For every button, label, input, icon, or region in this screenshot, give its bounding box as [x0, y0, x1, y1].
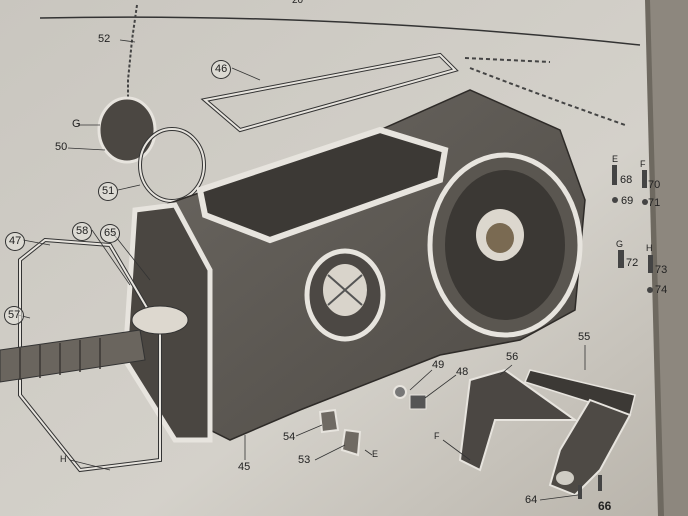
plate-53: [340, 428, 362, 457]
chain-52: [127, 4, 138, 100]
washer-69: [612, 197, 618, 203]
callout-64: 64: [525, 494, 538, 506]
washer-49: [393, 385, 407, 399]
bolt-66: [598, 475, 602, 491]
callout-73: 73: [655, 264, 668, 276]
callout-56: 56: [506, 351, 519, 363]
page-header-fragment: 20: [292, 0, 304, 6]
callout-f-lower: F: [434, 431, 440, 441]
plate-54: [318, 408, 340, 434]
callout-54: 54: [283, 431, 296, 443]
callout-49: 49: [432, 359, 445, 371]
callout-52: 52: [98, 33, 111, 45]
callout-72: 72: [626, 257, 639, 269]
callout-g-bolts: G: [616, 239, 624, 249]
callout-47: 47: [5, 232, 26, 251]
callout-h-lower: H: [60, 454, 67, 464]
callout-66: 66: [598, 499, 612, 513]
callout-51: 51: [98, 182, 119, 201]
callout-68: 68: [620, 174, 633, 186]
cover-plate-50: [97, 96, 157, 164]
callout-45: 45: [238, 461, 251, 473]
fork-56: [458, 368, 579, 472]
bolt-68: [612, 165, 617, 185]
callout-65: 65: [100, 224, 121, 243]
callout-g-cover: G: [72, 118, 81, 130]
callout-58: 58: [72, 222, 93, 241]
callout-e-bolts: E: [612, 154, 619, 164]
callout-50: 50: [55, 141, 68, 153]
callout-69: 69: [621, 195, 634, 207]
shaft-57: [0, 329, 146, 383]
callout-f-bolts: F: [640, 159, 646, 169]
bolt-64: [578, 485, 582, 499]
callout-e-lower: E: [372, 449, 379, 459]
washer-74: [647, 287, 653, 293]
callout-h-bolts: H: [646, 243, 653, 253]
callout-71: 71: [648, 197, 661, 209]
callout-53: 53: [298, 454, 311, 466]
callout-57: 57: [4, 306, 25, 325]
callout-74: 74: [655, 284, 668, 296]
washer-71: [642, 199, 648, 205]
page-rule: [39, 16, 641, 46]
chain-top-right: [464, 57, 626, 126]
bolt-73: [648, 255, 653, 273]
plug-48: [409, 394, 427, 410]
bolt-70: [642, 170, 647, 188]
callout-70: 70: [648, 179, 661, 191]
callout-55: 55: [578, 331, 591, 343]
bolt-72: [618, 250, 624, 268]
leader-lines: [17, 39, 586, 501]
callout-48: 48: [456, 366, 469, 378]
callout-46: 46: [211, 60, 232, 79]
